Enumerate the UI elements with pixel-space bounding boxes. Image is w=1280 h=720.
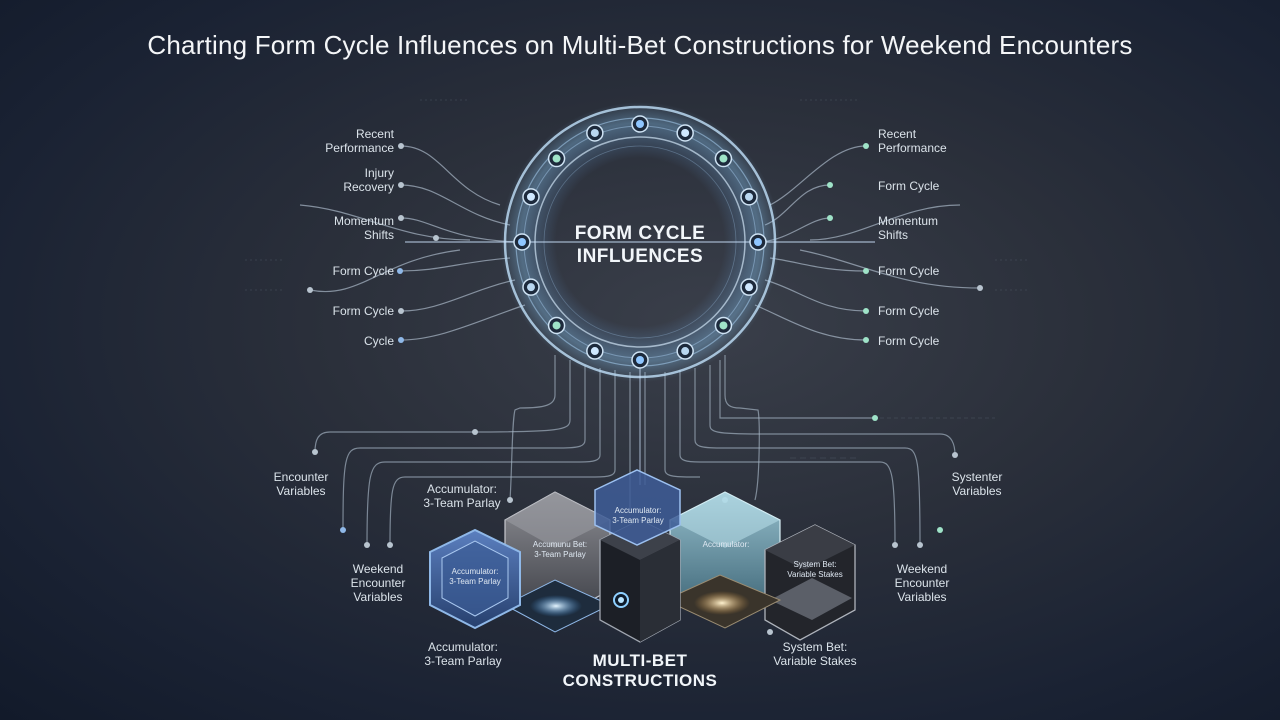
left-label-recent-performance: Recent Performance: [325, 127, 394, 155]
ring-node-core: [681, 128, 690, 137]
box-label-mid-right: Accumulator:: [702, 540, 750, 549]
lower-wires: [314, 355, 956, 546]
label-system-bet: System Bet: Variable Stakes: [773, 640, 857, 668]
ring-node-core: [552, 321, 561, 330]
center-title: FORM CYCLE INFLUENCES: [574, 223, 706, 267]
blue-hex-top: [594, 469, 681, 546]
right-label-form-cycle-1: Form Cycle: [878, 179, 940, 193]
ring-node-core: [754, 238, 762, 246]
ring-nodes: [513, 115, 767, 369]
bottom-title: MULTI-BET CONSTRUCTIONS: [562, 651, 718, 690]
left-label-momentum-shifts: Momentum Shifts: [333, 214, 394, 242]
ring-node-core: [719, 321, 728, 330]
right-label-recent-performance: Recent Performance: [878, 127, 947, 155]
ring-node-core: [636, 120, 644, 128]
ring-node-core: [526, 283, 535, 292]
ring-node-core: [681, 347, 690, 356]
label-weekend-encounter-left: Weekend Encounter Variables: [350, 562, 406, 604]
label-accumulator-top: Accumulator: 3-Team Parlay: [423, 482, 501, 510]
box-label-left-hex: Accumulator: 3-Team Parlay: [449, 567, 501, 586]
warm-base-plate: [663, 574, 782, 629]
ring-node-core: [518, 238, 526, 246]
ring-node-core: [719, 154, 728, 163]
system-bet-box: [764, 524, 856, 641]
right-label-form-cycle-4: Form Cycle: [878, 334, 940, 348]
ring-node-core: [590, 128, 599, 137]
box-label-mid-left: Accumunu Bet: 3-Team Parlay: [532, 540, 588, 559]
ring-node-core: [636, 356, 644, 364]
left-label-injury-recovery: Injury Recovery: [343, 166, 394, 194]
label-systenter-variables: Systenter Variables: [951, 470, 1003, 498]
ring-node-core: [526, 192, 535, 201]
label-accumulator-bottom: Accumulator: 3-Team Parlay: [424, 640, 502, 668]
ring-node-core: [745, 283, 754, 292]
label-weekend-encounter-right: Weekend Encounter Variables: [894, 562, 950, 604]
left-label-cycle: Cycle: [363, 334, 394, 348]
bet-constructions: [429, 469, 856, 643]
label-dots: [307, 143, 983, 635]
page-title: Charting Form Cycle Influences on Multi-…: [147, 30, 1133, 60]
right-label-momentum-shifts: Momentum Shifts: [878, 214, 939, 242]
left-label-form-cycle-1: Form Cycle: [332, 264, 394, 278]
ring-node-core: [552, 154, 561, 163]
ring-node-core: [590, 347, 599, 356]
left-label-form-cycle-2: Form Cycle: [332, 304, 394, 318]
blue-hex-left: [429, 528, 521, 630]
box-label-right: System Bet: Variable Stakes: [787, 560, 843, 579]
box-label-top-hex: Accumulator: 3-Team Parlay: [612, 506, 664, 525]
grid-decoration: [245, 99, 1030, 459]
left-wires: [299, 145, 526, 341]
right-label-form-cycle-3: Form Cycle: [878, 304, 940, 318]
label-encounter-variables: Encounter Variables: [273, 470, 329, 498]
ring-node-core: [745, 192, 754, 201]
right-label-form-cycle-2: Form Cycle: [878, 264, 940, 278]
